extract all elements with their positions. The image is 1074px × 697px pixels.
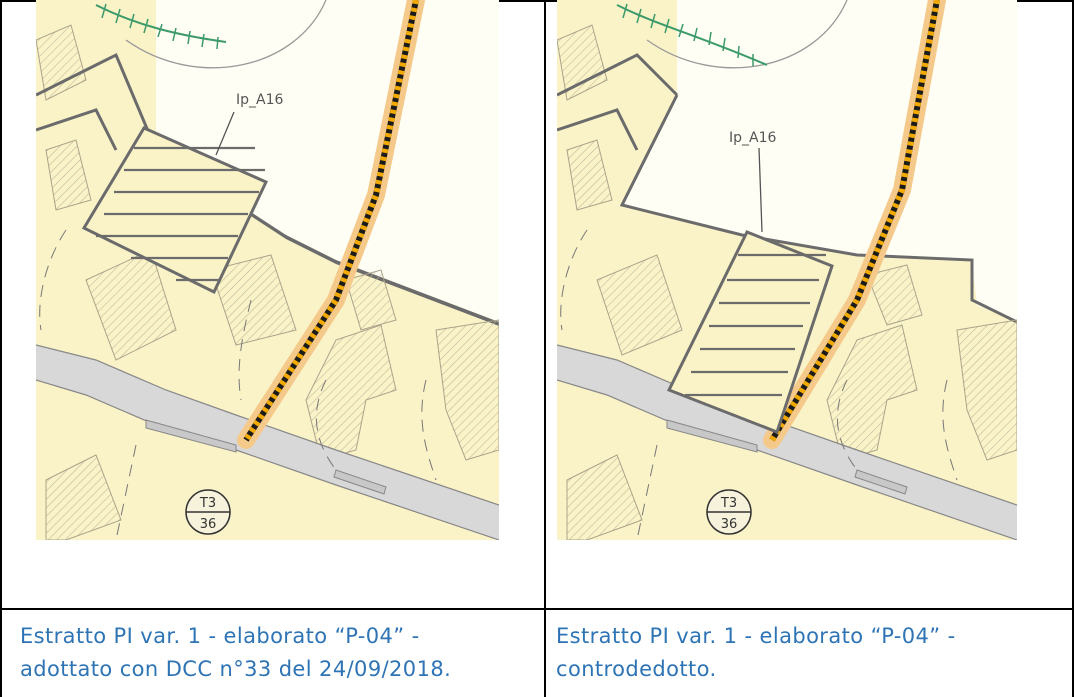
table-border-right bbox=[1072, 0, 1074, 697]
caption-line: controdedotto. bbox=[556, 657, 717, 681]
caption-adopted: Estratto PI var. 1 - elaborato “P-04” - … bbox=[20, 620, 451, 686]
svg-text:T3: T3 bbox=[199, 496, 216, 511]
caption-line: Estratto PI var. 1 - elaborato “P-04” - bbox=[20, 624, 420, 648]
zone-badge: T3 36 bbox=[185, 489, 231, 535]
table-border-top bbox=[0, 0, 1074, 2]
table-column-divider bbox=[544, 0, 546, 697]
map-extract-adopted: Ip_A16 T3 36 bbox=[36, 0, 499, 540]
zone-badge: T3 36 bbox=[706, 489, 752, 535]
caption-counter-deduced: Estratto PI var. 1 - elaborato “P-04” - … bbox=[556, 620, 956, 686]
caption-line: adottato con DCC n°33 del 24/09/2018. bbox=[20, 657, 452, 681]
map-extract-counter-deduced: Ip_A16 T3 36 bbox=[557, 0, 1017, 540]
caption-line: Estratto PI var. 1 - elaborato “P-04” - bbox=[556, 624, 956, 648]
zone-label: Ip_A16 bbox=[729, 130, 777, 146]
svg-text:T3: T3 bbox=[720, 496, 737, 511]
svg-text:36: 36 bbox=[200, 517, 217, 532]
table-row-divider bbox=[0, 608, 1074, 610]
zone-label: Ip_A16 bbox=[236, 92, 284, 108]
svg-text:36: 36 bbox=[721, 517, 738, 532]
table-border-left bbox=[0, 0, 2, 697]
